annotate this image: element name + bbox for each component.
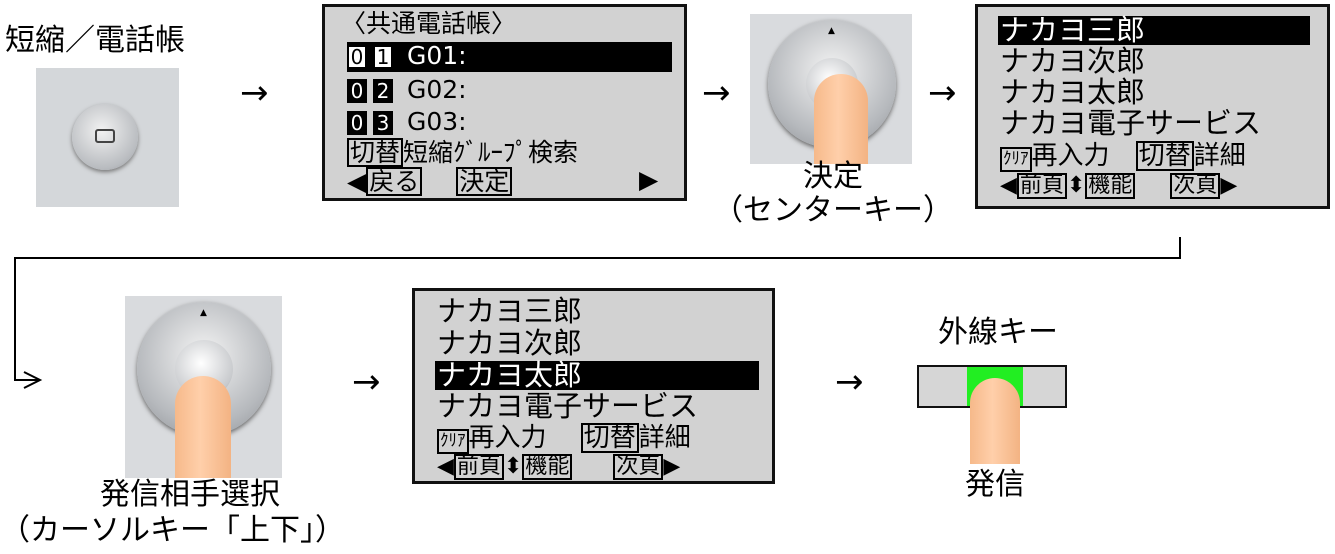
group-label: G03:	[406, 107, 467, 136]
prev-page-softkey[interactable]: 前頁	[453, 454, 504, 480]
softkey-row-lower: ◀前頁⬍機能 次頁▶	[437, 454, 680, 480]
finger-icon	[175, 376, 231, 478]
left-arrow-icon[interactable]: ◀	[437, 454, 454, 479]
center-key-caption: （センターキー）	[713, 193, 953, 228]
switch-softkey[interactable]: 切替	[1135, 141, 1194, 171]
next-page-softkey[interactable]: 次頁	[613, 454, 664, 480]
phonebook-button-photo	[36, 68, 179, 207]
flow-arrow-5: →	[835, 362, 864, 402]
flow-arrow-3: →	[928, 73, 957, 113]
name-list-screen: ナカヨ三郎 ナカヨ次郎 ナカヨ太郎 ナカヨ電子サービス ｸﾘｱ再入力 切替詳細 …	[975, 4, 1330, 209]
switch-softkey[interactable]: 切替	[580, 423, 639, 453]
row-digit-1: 0	[347, 45, 367, 69]
flow-arrow-4: →	[352, 362, 381, 402]
softkey-row-upper: ｸﾘｱ再入力 切替詳細	[1000, 141, 1246, 172]
flow-arrow-2: →	[702, 73, 731, 113]
phonebook-button[interactable]	[72, 104, 138, 170]
row-digit-1: 0	[347, 111, 367, 135]
row-digit-2: 2	[373, 79, 393, 103]
left-arrow-icon[interactable]: ◀	[347, 167, 367, 196]
up-arrow-icon: ▲	[828, 26, 835, 36]
right-arrow-icon[interactable]: ▶	[1220, 173, 1238, 198]
clear-softkey[interactable]: ｸﾘｱ	[437, 429, 469, 454]
function-softkey[interactable]: 機能	[522, 454, 573, 480]
function-softkey[interactable]: 機能	[1085, 173, 1136, 199]
reinput-label: 再入力	[468, 423, 547, 453]
softkey-row-upper: ｸﾘｱ再入力 切替詳細	[437, 423, 691, 454]
up-arrow-icon: ▲	[200, 308, 207, 318]
detail-label: 詳細	[638, 423, 691, 453]
group-label: G02:	[406, 75, 467, 104]
softkey-row-lower: ◀前頁⬍機能 次頁▶	[1000, 173, 1237, 199]
cursor-key-caption: （カーソルキー「上下」）	[0, 513, 345, 548]
right-arrow-icon[interactable]: ▶	[663, 454, 681, 479]
detail-label: 詳細	[1193, 141, 1246, 171]
book-icon	[95, 129, 115, 143]
right-arrow-icon[interactable]: ▶	[639, 165, 659, 194]
name-row[interactable]: ナカヨ電子サービス	[1000, 106, 1262, 140]
enter-softkey[interactable]: 決定	[456, 167, 513, 196]
finger-icon	[970, 378, 1020, 464]
row-digit-2: 3	[373, 111, 393, 135]
left-arrow-icon[interactable]: ◀	[1000, 173, 1017, 198]
row-digit-2: 1	[373, 45, 393, 69]
enter-caption: 決定	[803, 159, 863, 194]
name-row-selected[interactable]: ナカヨ太郎	[435, 361, 759, 390]
row-digit-1: 0	[347, 79, 367, 103]
next-page-softkey[interactable]: 次頁	[1170, 173, 1221, 199]
name-row[interactable]: ナカヨ電子サービス	[437, 389, 699, 423]
cursor-key-photo: ▲	[125, 296, 282, 478]
phonebook-title: 短縮／電話帳	[5, 23, 185, 58]
name-row[interactable]: ナカヨ三郎	[437, 294, 583, 328]
updown-icon: ⬍	[503, 454, 523, 479]
switch-softkey[interactable]: 切替	[347, 138, 404, 167]
name-row[interactable]: ナカヨ次郎	[437, 326, 583, 360]
search-mode-label: 短縮ｸﾞﾙｰﾌﾟ検索	[403, 138, 579, 167]
screen-header: 〈共通電話帳〉	[341, 9, 517, 38]
center-key-photo: ▲	[750, 14, 912, 164]
line-key-title: 外線キー	[938, 315, 1058, 350]
prev-page-softkey[interactable]: 前頁	[1016, 173, 1067, 199]
softkey-row: ◀戻る 決定 ▶	[347, 167, 672, 196]
updown-icon: ⬍	[1066, 173, 1086, 198]
dial-caption: 発信	[965, 467, 1025, 502]
back-softkey[interactable]: 戻る	[366, 167, 423, 196]
name-row[interactable]: ナカヨ次郎	[1000, 44, 1146, 78]
name-row[interactable]: ナカヨ太郎	[1000, 75, 1146, 109]
reinput-label: 再入力	[1031, 141, 1110, 171]
group-label: G01:	[406, 41, 467, 70]
name-list-screen: ナカヨ三郎 ナカヨ次郎 ナカヨ太郎 ナカヨ電子サービス ｸﾘｱ再入力 切替詳細 …	[412, 288, 775, 484]
search-row: 切替短縮ｸﾞﾙｰﾌﾟ検索	[347, 138, 578, 167]
clear-softkey[interactable]: ｸﾘｱ	[1000, 147, 1032, 172]
flow-arrow-1: →	[240, 73, 269, 113]
finger-icon	[814, 74, 868, 164]
name-row-selected[interactable]: ナカヨ三郎	[998, 16, 1310, 45]
select-target-caption: 発信相手選択	[100, 477, 280, 512]
